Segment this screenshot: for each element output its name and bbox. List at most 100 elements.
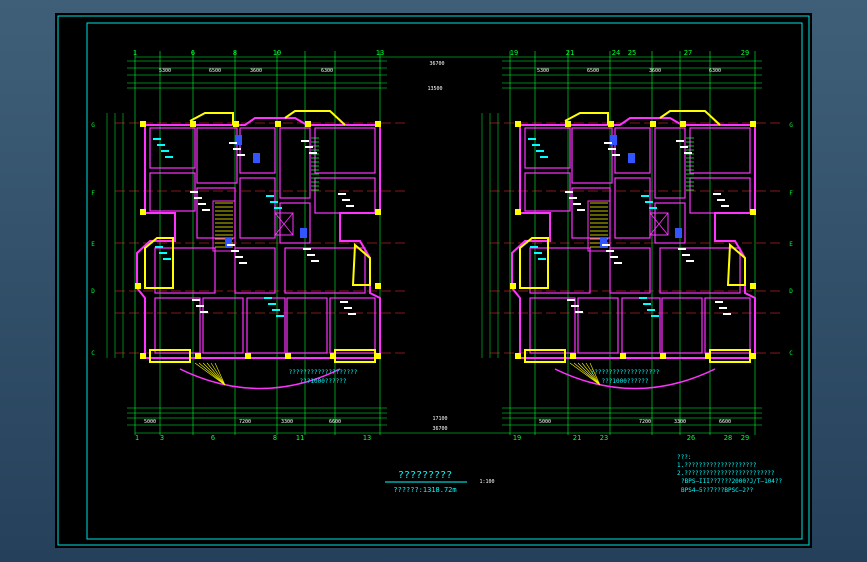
room-label-mark [604, 142, 612, 144]
room-label-mark [153, 138, 161, 140]
room-label-mark [608, 148, 616, 150]
column [680, 121, 686, 127]
interior-wall [614, 177, 651, 239]
leader-line [202, 362, 226, 386]
interior-wall [284, 247, 366, 294]
column [660, 353, 666, 359]
column [565, 121, 571, 127]
axis-bubble: 6 [211, 434, 215, 442]
axis-bubble: 29 [741, 49, 749, 57]
column [375, 121, 381, 127]
interior-wall [279, 202, 311, 244]
leader-line [569, 362, 601, 386]
curve-note-right: ??????????????????? [591, 369, 660, 376]
room-label-mark [532, 144, 540, 146]
row-labels-left: G F E D C [91, 122, 95, 357]
leader-line [585, 362, 601, 386]
room-label-mark [276, 315, 284, 317]
room-label-mark [612, 154, 620, 156]
dim-text: 5300 [159, 68, 171, 74]
fixture [235, 135, 242, 145]
column [305, 121, 311, 127]
column [233, 121, 239, 127]
row-bubble: F [91, 190, 95, 197]
room-label-mark [536, 150, 544, 152]
interior-wall [314, 127, 376, 174]
dim-text: 3300 [674, 419, 686, 425]
dim-text: 7200 [239, 419, 251, 425]
room-label-mark [651, 315, 659, 317]
row-bubble: E [789, 241, 793, 248]
axis-bubble: 11 [296, 434, 304, 442]
leader-line [214, 362, 226, 386]
room-label-mark [649, 207, 657, 209]
room-label-mark [301, 140, 309, 142]
axis-labels-bottom-right: 19 21 23 26 28 29 [513, 434, 749, 442]
room-label-mark [577, 209, 585, 211]
room-label-mark [610, 256, 618, 258]
room-label-mark [721, 205, 729, 207]
room-label-mark [239, 262, 247, 264]
outer-wall [136, 117, 381, 359]
dim-row-top-right: 5300 6500 3600 6300 [537, 68, 721, 74]
room-label-mark [614, 262, 622, 264]
row-bubble: E [91, 241, 95, 248]
column [510, 283, 516, 289]
bay-window [564, 112, 609, 125]
room-label-mark [338, 193, 346, 195]
leader-line [198, 362, 226, 386]
room-label-mark [196, 305, 204, 307]
curve-sub-left: ???1000?????? [300, 378, 347, 385]
dim-text: 6600 [719, 419, 731, 425]
bay-window [189, 112, 234, 125]
column [375, 209, 381, 215]
room-label-mark [270, 201, 278, 203]
interior-wall [196, 187, 236, 239]
interior-wall [529, 247, 591, 294]
bay-window [144, 237, 174, 289]
interior-wall [689, 127, 751, 174]
leader-line [573, 362, 601, 386]
bay-window [351, 242, 371, 286]
leader-line [210, 362, 226, 386]
axis-bubble: 1 [135, 434, 139, 442]
axis-bubble: 23 [600, 434, 608, 442]
balcony [149, 349, 191, 363]
inner-border [86, 22, 803, 540]
dim-text: 5000 [144, 419, 156, 425]
floor-plan-canvas[interactable]: 1 6 8 10 13 19 21 24 25 27 29 1 3 6 8 11… [55, 13, 812, 548]
interior-wall [149, 172, 196, 212]
axis-bubble: 19 [513, 434, 521, 442]
curve-note-left: ??????????????????? [289, 369, 358, 376]
room-label-mark [647, 309, 655, 311]
fixture [675, 228, 682, 238]
row-bubble: D [91, 288, 95, 295]
room-label-mark [340, 301, 348, 303]
room-label-mark [305, 146, 313, 148]
elevator [649, 212, 669, 236]
fixture [225, 238, 232, 248]
drawing-sheet: 1 6 8 10 13 19 21 24 25 27 29 1 3 6 8 11… [55, 13, 812, 548]
column [750, 121, 756, 127]
notes-line-4: BPS4—5??7???BPSC—2?? [681, 487, 754, 494]
interior-wall [286, 297, 328, 354]
interior-wall [609, 247, 651, 294]
room-label-mark [192, 299, 200, 301]
axis-bubble: 24 [612, 49, 620, 57]
room-label-mark [163, 258, 171, 260]
row-bubble: F [789, 190, 793, 197]
interior-wall [571, 187, 611, 239]
column [135, 283, 141, 289]
dim-row-bottom-left: 5000 7200 3300 6600 [144, 419, 341, 425]
column [608, 121, 614, 127]
fixture [600, 238, 607, 248]
stairwell [212, 200, 236, 252]
balcony [709, 349, 751, 363]
column [195, 353, 201, 359]
axis-bubble: 26 [687, 434, 695, 442]
interior-wall [149, 127, 196, 169]
room-label-mark [534, 252, 542, 254]
elevator-cross [649, 212, 669, 236]
room-label-mark [686, 260, 694, 262]
column [515, 209, 521, 215]
